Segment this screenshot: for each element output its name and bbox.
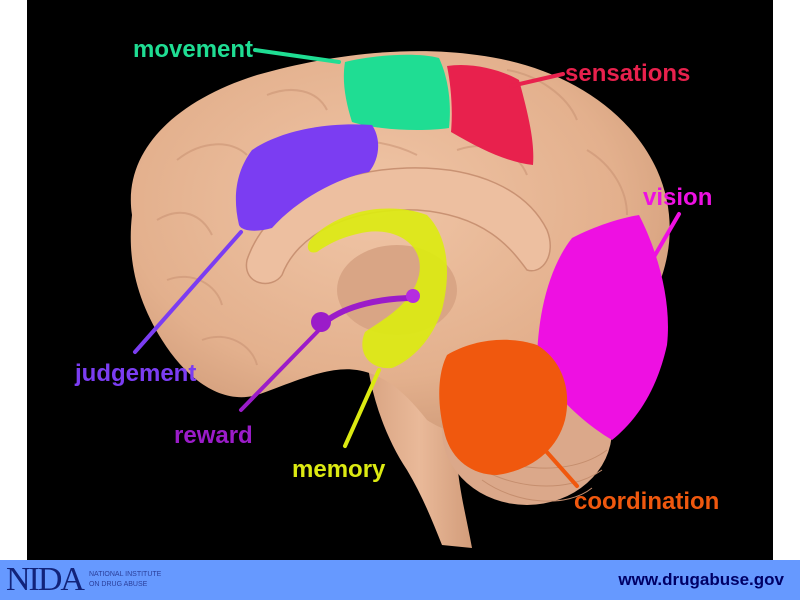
footer-bar: NIDA NATIONAL INSTITUTE ON DRUG ABUSE ww…	[0, 560, 800, 600]
corpus-callosum-shape	[245, 167, 551, 285]
judgement-region	[235, 124, 379, 231]
memory-label: memory	[292, 456, 386, 483]
movement-pointer	[253, 48, 341, 64]
logo-tagline-line1: NATIONAL INSTITUTE	[88, 571, 162, 578]
memory-region	[307, 208, 447, 369]
brain-illustration	[130, 48, 681, 548]
reward-node-right	[406, 289, 420, 303]
reward-label: reward	[174, 422, 253, 449]
reward-node-left	[311, 312, 331, 332]
memory-pointer	[343, 368, 381, 448]
brain-diagram-panel: movement sensations vision judgement rew…	[27, 0, 773, 560]
judgement-label: judgement	[75, 360, 197, 387]
judgement-pointer	[133, 230, 243, 354]
reward-pointer	[239, 326, 323, 412]
coordination-region	[439, 339, 568, 475]
logo-tagline-line2: ON DRUG ABUSE	[88, 581, 148, 588]
nida-logo: NIDA NATIONAL INSTITUTE ON DRUG ABUSE	[6, 562, 161, 598]
vision-pointer	[649, 212, 681, 264]
site-url-link[interactable]: www.drugabuse.gov	[618, 570, 784, 589]
sensations-pointer	[509, 72, 565, 88]
reward-pathway	[322, 295, 418, 325]
pointer-lines	[133, 48, 681, 488]
sensations-region	[447, 64, 534, 165]
coordination-pointer	[543, 448, 579, 488]
nida-logo-tagline: NATIONAL INSTITUTE ON DRUG ABUSE	[89, 570, 161, 590]
nida-logo-mark: NIDA	[6, 561, 85, 598]
gyri-texture	[156, 69, 628, 366]
movement-label: movement	[133, 36, 254, 63]
vision-region	[537, 215, 668, 440]
movement-region	[343, 54, 450, 130]
sensations-label: sensations	[565, 60, 691, 87]
vision-label: vision	[643, 184, 713, 211]
coordination-label: coordination	[574, 488, 720, 515]
